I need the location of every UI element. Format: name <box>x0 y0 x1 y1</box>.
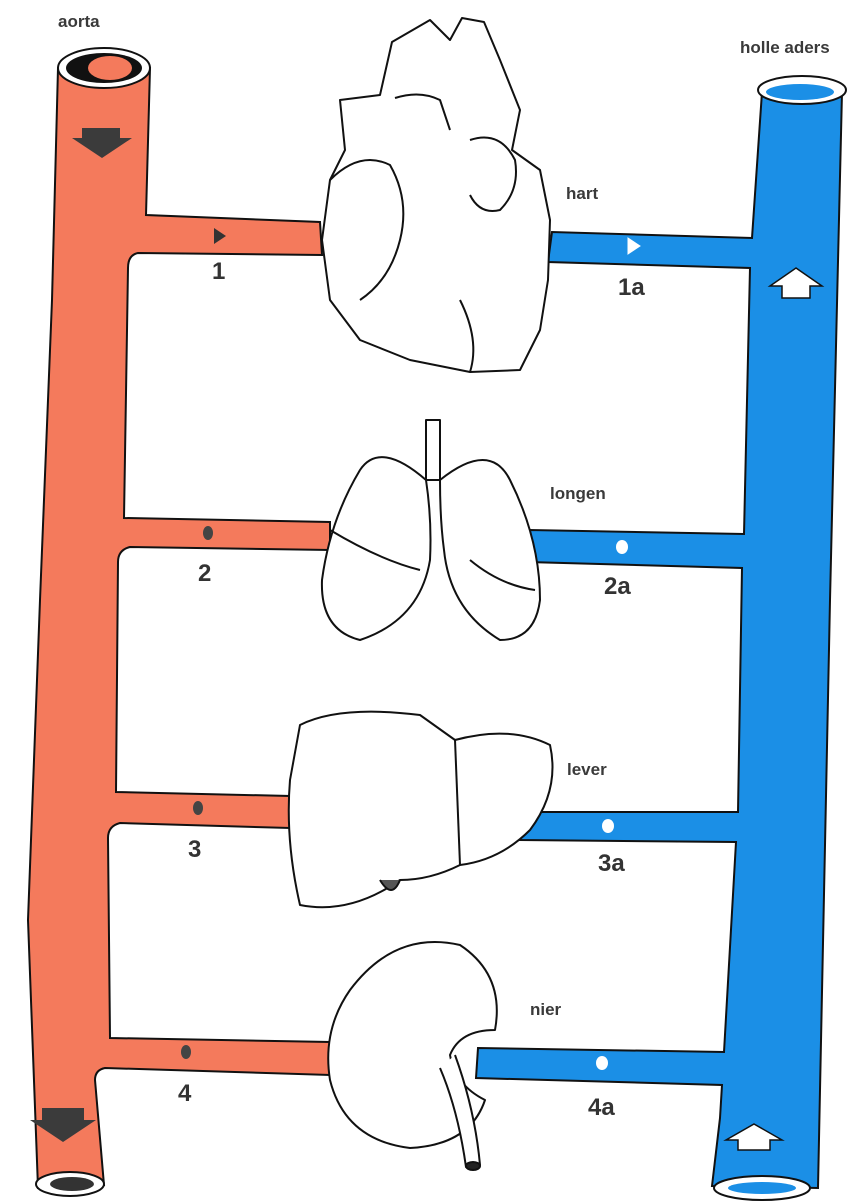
heart-organ <box>322 18 550 372</box>
lungs-organ <box>322 420 540 640</box>
number-1-label: 1 <box>212 258 225 286</box>
valve-icon <box>181 1045 191 1059</box>
valve-icon <box>616 540 628 554</box>
number-2a-label: 2a <box>604 573 631 601</box>
number-1a-label: 1a <box>618 274 645 302</box>
number-4a-label: 4a <box>588 1094 615 1122</box>
valve-icon <box>203 526 213 540</box>
aorta-label: aorta <box>58 12 100 32</box>
lever-label: lever <box>567 760 607 780</box>
kidney-organ <box>328 942 497 1170</box>
number-3a-label: 3a <box>598 850 625 878</box>
holle-aders-label: holle aders <box>740 38 830 58</box>
number-2-label: 2 <box>198 560 211 588</box>
longen-label: longen <box>550 484 606 504</box>
valve-icon <box>193 801 203 815</box>
aorta-vessel <box>28 48 330 1196</box>
hart-label: hart <box>566 184 598 204</box>
valve-icon <box>602 819 614 833</box>
number-4-label: 4 <box>178 1080 191 1108</box>
liver-organ <box>289 712 553 908</box>
valve-icon <box>596 1056 608 1070</box>
nier-label: nier <box>530 1000 561 1020</box>
number-3-label: 3 <box>188 836 201 864</box>
